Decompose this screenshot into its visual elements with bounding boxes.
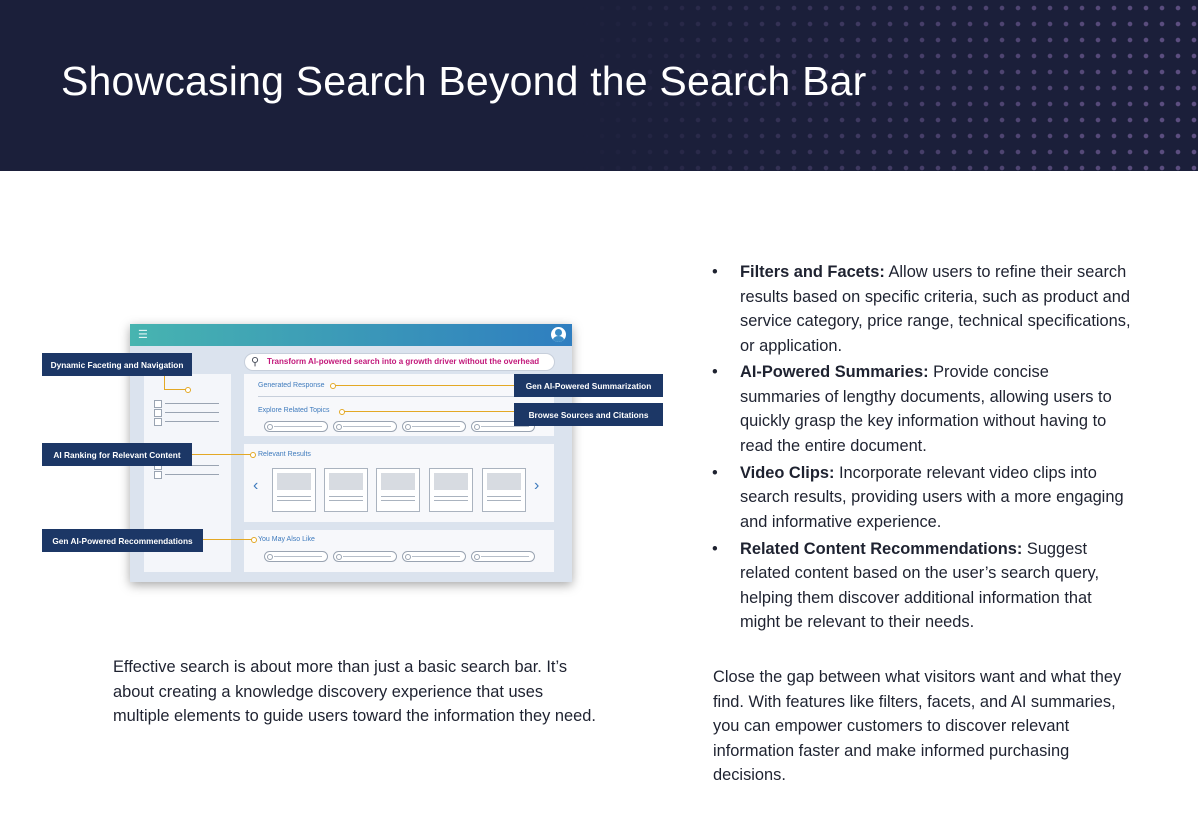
recommendation-chip	[471, 551, 535, 562]
connector-dot	[339, 409, 345, 415]
feature-heading: Filters and Facets:	[740, 263, 885, 281]
feature-text: Suggest related content based on the use…	[740, 539, 1100, 632]
header-banner: Showcasing Search Beyond the Search Bar	[0, 0, 1198, 171]
recommendation-chip	[402, 551, 466, 562]
feature-heading: Related Content Recommendations:	[740, 539, 1023, 558]
result-card	[272, 468, 316, 512]
bullet-icon: •	[712, 463, 718, 482]
feature-item-video: • Video Clips: Incorporate relevant video…	[712, 461, 1132, 535]
feature-text: Allow users to refine their search resul…	[740, 263, 1131, 355]
connector-dot	[251, 537, 257, 543]
chevron-left-icon: ‹	[253, 477, 259, 494]
connector-line	[164, 389, 186, 390]
facet-row	[154, 409, 219, 418]
you-may-also-like-panel: You May Also Like	[244, 530, 554, 572]
facet-row	[154, 418, 219, 427]
connector-dot	[330, 383, 336, 389]
facet-row	[154, 471, 219, 480]
topic-chip	[333, 421, 397, 432]
connector-dot	[250, 452, 256, 458]
callout-summarization: Gen AI-Powered Summarization	[514, 374, 663, 397]
bullet-icon: •	[712, 363, 718, 382]
page-title: Showcasing Search Beyond the Search Bar	[61, 58, 867, 104]
feature-list: • Filters and Facets: Allow users to refi…	[712, 260, 1132, 637]
result-card	[429, 468, 473, 512]
result-card	[324, 468, 368, 512]
result-card	[376, 468, 420, 512]
mockup-topbar: ☰	[130, 324, 572, 346]
callout-recommendations: Gen AI-Powered Recommendations	[42, 529, 203, 552]
feature-heading: Video Clips:	[740, 463, 835, 482]
connector-dot	[185, 387, 191, 393]
mockup-search-query: Transform AI-powered search into a growt…	[267, 357, 540, 366]
relevant-results-label: Relevant Results	[258, 451, 311, 458]
connector-line	[192, 454, 252, 455]
callout-sources: Browse Sources and Citations	[514, 403, 663, 426]
chevron-right-icon: ›	[534, 477, 540, 494]
topic-chip	[402, 421, 466, 432]
topic-chip	[264, 421, 328, 432]
facet-row	[154, 400, 219, 409]
search-icon: ⚲	[251, 356, 260, 368]
dot-pattern	[578, 0, 1198, 171]
connector-line	[203, 539, 253, 540]
connector-line	[164, 376, 165, 389]
connector-line	[342, 411, 514, 412]
explore-topics-label: Explore Related Topics	[258, 407, 330, 414]
bullet-icon: •	[712, 263, 718, 281]
topic-chip	[471, 421, 535, 432]
menu-icon: ☰	[138, 329, 148, 341]
feature-item-filters: • Filters and Facets: Allow users to refi…	[712, 260, 1132, 358]
callout-faceting: Dynamic Faceting and Navigation	[42, 353, 192, 376]
bullet-icon: •	[712, 539, 718, 558]
feature-text: Provide concise summaries of lengthy doc…	[740, 363, 1112, 455]
generated-response-panel: Generated Response Explore Related Topic…	[244, 374, 554, 436]
search-ui-mockup: ☰ ⚲ Transform AI-powered search into a g…	[130, 324, 572, 582]
generated-response-label: Generated Response	[258, 382, 325, 389]
result-card	[482, 468, 526, 512]
connector-line	[333, 385, 514, 386]
avatar-icon	[551, 327, 566, 342]
feature-item-recommendations: • Related Content Recommendations: Sugges…	[712, 537, 1132, 635]
intro-paragraph: Effective search is about more than just…	[113, 658, 596, 725]
feature-heading: AI-Powered Summaries:	[740, 363, 929, 382]
feature-item-summaries: • AI-Powered Summaries: Provide concise s…	[712, 360, 1132, 458]
recommendation-chip	[264, 551, 328, 562]
closing-paragraph: Close the gap between what visitors want…	[713, 668, 1122, 784]
divider	[258, 396, 538, 397]
recommendation-chip	[333, 551, 397, 562]
feature-text: Incorporate relevant video clips into se…	[740, 463, 1124, 531]
callout-ranking: AI Ranking for Relevant Content	[42, 443, 192, 466]
relevant-results-panel: Relevant Results ‹ ›	[244, 444, 554, 522]
you-may-also-like-label: You May Also Like	[258, 536, 315, 543]
mockup-search-bar: ⚲ Transform AI-powered search into a gro…	[244, 353, 555, 371]
